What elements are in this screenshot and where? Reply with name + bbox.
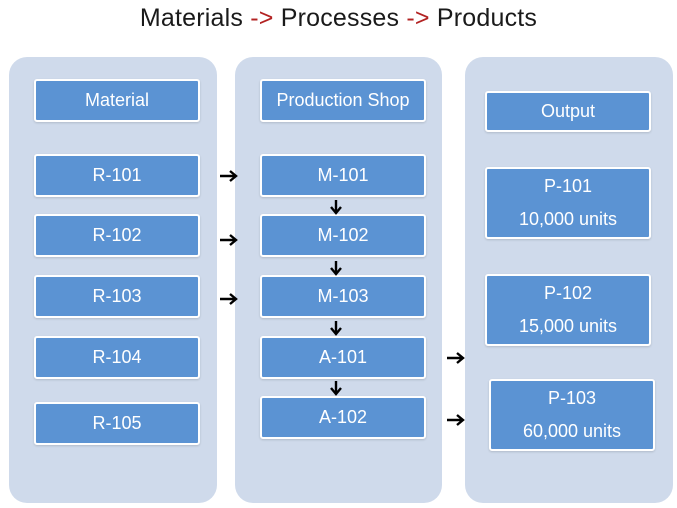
process-label: A-102 (318, 407, 368, 427)
product-quantity: 15,000 units (518, 316, 618, 336)
product-p101: P-101 10,000 units (485, 167, 651, 239)
arrow-r102-to-m102 (220, 234, 238, 246)
process-label: A-101 (318, 347, 368, 367)
material-r103: R-103 (34, 275, 200, 318)
arrow-a102-to-output (447, 414, 465, 426)
material-label: R-103 (92, 286, 142, 306)
material-r104: R-104 (34, 336, 200, 379)
process-a102: A-102 (260, 396, 426, 439)
arrow-m101-to-m102 (330, 200, 342, 215)
process-m101: M-101 (260, 154, 426, 197)
material-r101: R-101 (34, 154, 200, 197)
title-products: Products (436, 4, 538, 32)
arrow-m102-to-m103 (330, 261, 342, 276)
arrow-r103-to-m103 (220, 293, 238, 305)
production-header: Production Shop (260, 79, 426, 122)
material-r102: R-102 (34, 214, 200, 257)
output-header-label: Output (540, 101, 596, 121)
product-name: P-101 (543, 176, 593, 196)
product-quantity: 10,000 units (518, 209, 618, 229)
product-name: P-103 (547, 388, 597, 408)
title-materials: Materials (139, 4, 244, 32)
product-p102: P-102 15,000 units (485, 274, 651, 346)
materials-header: Material (34, 79, 200, 122)
product-quantity: 60,000 units (522, 421, 622, 441)
product-name: P-102 (543, 283, 593, 303)
title-arrow-2: -> (406, 4, 430, 32)
process-a101: A-101 (260, 336, 426, 379)
process-m102: M-102 (260, 214, 426, 257)
material-label: R-104 (92, 347, 142, 367)
title-arrow-1: -> (250, 4, 274, 32)
material-label: R-105 (92, 413, 142, 433)
arrow-r101-to-m101 (220, 170, 238, 182)
production-header-label: Production Shop (276, 90, 410, 110)
material-label: R-102 (92, 225, 142, 245)
material-label: R-101 (92, 165, 142, 185)
arrow-m103-to-a101 (330, 321, 342, 336)
arrow-a101-to-output (447, 352, 465, 364)
material-r105: R-105 (34, 402, 200, 445)
materials-header-label: Material (84, 90, 150, 110)
process-label: M-101 (317, 165, 369, 185)
process-m103: M-103 (260, 275, 426, 318)
title-processes: Processes (280, 4, 400, 32)
arrow-a101-to-a102 (330, 381, 342, 396)
diagram-title: Materials -> Processes -> Products (0, 4, 677, 33)
output-header: Output (485, 91, 651, 132)
process-label: M-102 (317, 225, 369, 245)
product-p103: P-103 60,000 units (489, 379, 655, 451)
process-label: M-103 (317, 286, 369, 306)
